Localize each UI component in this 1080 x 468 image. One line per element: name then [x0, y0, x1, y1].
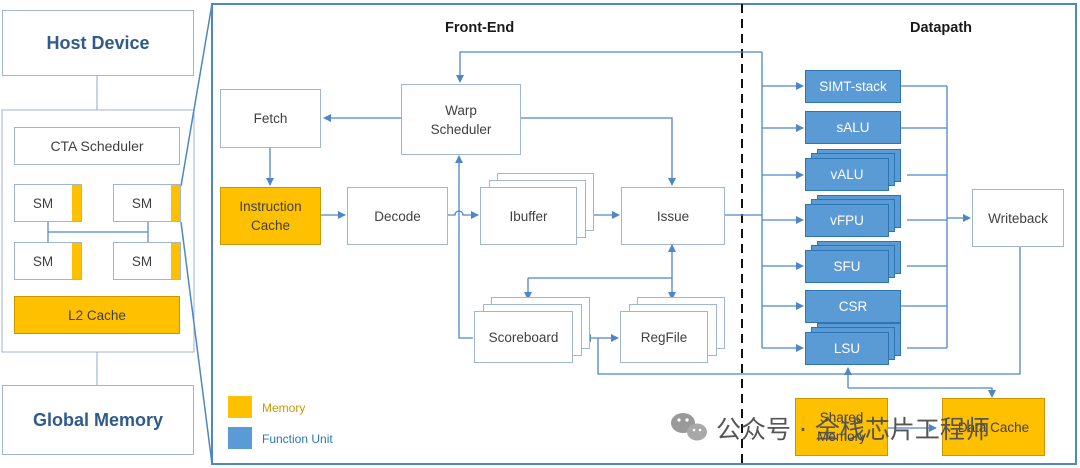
csr-unit: CSR — [805, 290, 901, 323]
fetch-box: Fetch — [220, 89, 321, 148]
lsu-unit: LSU — [805, 332, 889, 365]
gpu-frame — [1, 109, 195, 353]
sm-box-3-cache-tab — [72, 243, 81, 279]
valu-unit: vALU — [805, 158, 889, 191]
ibuffer-box: Ibuffer — [480, 187, 577, 245]
writeback-box: Writeback — [972, 189, 1064, 247]
sfu-unit: SFU — [805, 250, 889, 283]
sm-box-4: SM — [113, 242, 181, 280]
data-cache-box: Data Cache — [942, 398, 1045, 456]
issue-box: Issue — [621, 187, 725, 245]
cta-scheduler-box: CTA Scheduler — [14, 127, 180, 165]
regfile-box: RegFile — [620, 311, 708, 363]
legend-function-unit-swatch — [228, 427, 252, 449]
simt-stack-unit: SIMT-stack — [805, 70, 901, 103]
legend-memory-label: Memory — [262, 401, 306, 415]
datapath-title: Datapath — [910, 20, 973, 36]
sm-box-3: SM — [14, 242, 82, 280]
warp-scheduler-box: Warp Scheduler — [401, 84, 521, 155]
sm-box-2-cache-tab — [171, 185, 180, 221]
sm-box-2: SM — [113, 184, 181, 222]
instruction-cache-box: Instruction Cache — [220, 187, 321, 245]
sm-box-4-cache-tab — [171, 243, 180, 279]
shared-memory-box: Shared Memory — [795, 398, 888, 456]
legend-memory-swatch — [228, 396, 252, 418]
scoreboard-box: Scoreboard — [474, 311, 573, 363]
decode-box: Decode — [347, 187, 448, 245]
sm-box-1-cache-tab — [72, 185, 81, 221]
vfpu-unit: vFPU — [805, 204, 889, 237]
frontend-title: Front-End — [445, 20, 515, 36]
global-memory-box: Global Memory — [2, 385, 194, 455]
host-device-box: Host Device — [2, 10, 194, 76]
core-frame — [211, 3, 1077, 465]
l2-cache-box: L2 Cache — [14, 296, 180, 334]
salu-unit: sALU — [805, 111, 901, 144]
sm-box-1: SM — [14, 184, 82, 222]
legend-function-unit-label: Function Unit — [262, 432, 333, 446]
watermark-text: 公众号 · 全栈芯片工程师 — [716, 415, 990, 444]
